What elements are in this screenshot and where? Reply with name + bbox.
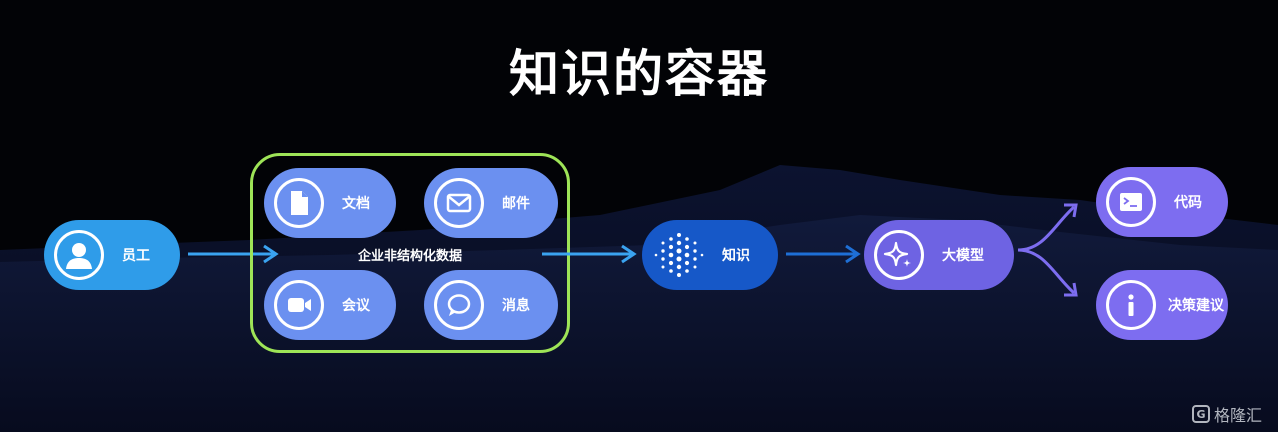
mail-node: 邮件	[424, 168, 558, 238]
llm-label: 大模型	[942, 248, 984, 264]
arrow-knowledge-to-llm	[786, 244, 861, 264]
arrow-employee-to-data	[188, 244, 279, 264]
knowledge-label: 知识	[722, 248, 750, 264]
terminal-icon	[1106, 177, 1156, 227]
llm-node: 大模型	[864, 220, 1014, 290]
mail-label: 邮件	[502, 196, 530, 212]
arrow-data-to-knowledge	[542, 244, 637, 264]
meeting-node: 会议	[264, 270, 396, 340]
dot-sphere-icon	[654, 233, 704, 277]
arrow-llm-to-outputs	[1017, 203, 1078, 297]
code-label: 代码	[1174, 195, 1202, 211]
knowledge-node: 知识	[642, 220, 778, 290]
user-icon	[54, 230, 104, 280]
docs-node: 文档	[264, 168, 396, 238]
decision-label: 决策建议	[1168, 298, 1224, 314]
document-icon	[274, 178, 324, 228]
code-node: 代码	[1096, 167, 1228, 237]
info-icon	[1106, 280, 1156, 330]
message-node: 消息	[424, 270, 558, 340]
employee-label: 员工	[122, 248, 150, 264]
mail-icon	[434, 178, 484, 228]
watermark-logo-icon: G	[1191, 405, 1210, 423]
message-label: 消息	[502, 298, 530, 314]
sparkle-icon	[874, 230, 924, 280]
video-icon	[274, 280, 324, 330]
page-title: 知识的容器	[509, 45, 769, 103]
decision-node: 决策建议	[1096, 270, 1228, 340]
chat-bubble-icon	[434, 280, 484, 330]
docs-label: 文档	[342, 196, 370, 212]
group-label: 企业非结构化数据	[357, 249, 462, 264]
employee-node: 员工	[44, 220, 180, 290]
watermark: G 格隆汇	[1191, 402, 1262, 426]
watermark-text: 格隆汇	[1213, 406, 1262, 425]
meeting-label: 会议	[342, 298, 370, 314]
